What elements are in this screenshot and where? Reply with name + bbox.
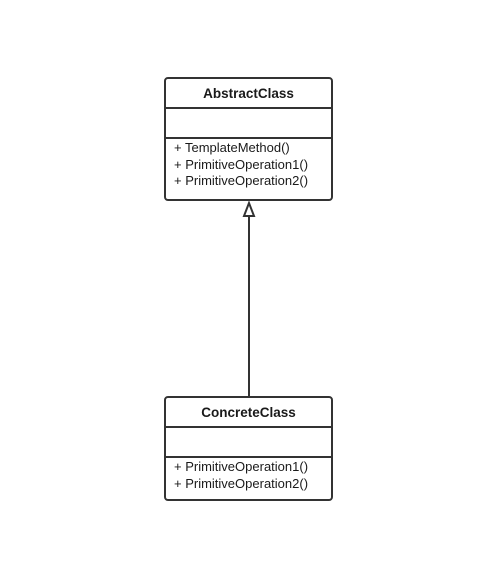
class-name: AbstractClass — [166, 79, 331, 109]
operation: + PrimitiveOperation1() — [174, 156, 309, 172]
class-name: ConcreteClass — [166, 398, 331, 428]
class-operations-compartment: + PrimitiveOperation1() + PrimitiveOpera… — [166, 458, 331, 492]
inheritance-arrowhead-icon — [242, 200, 256, 217]
class-operations-compartment: + TemplateMethod() + PrimitiveOperation1… — [166, 139, 331, 190]
class-attributes-compartment — [166, 428, 331, 458]
operation: + PrimitiveOperation2() — [174, 173, 309, 188]
operation: + PrimitiveOperation2() — [174, 475, 309, 491]
class-attributes-compartment — [166, 109, 331, 139]
operation: + PrimitiveOperation1() — [174, 459, 309, 474]
operation: + TemplateMethod() — [174, 140, 290, 155]
class-box-concrete-class[interactable]: ConcreteClass + PrimitiveOperation1() + … — [164, 396, 333, 501]
class-box-abstract-class[interactable]: AbstractClass + TemplateMethod() + Primi… — [164, 77, 333, 201]
